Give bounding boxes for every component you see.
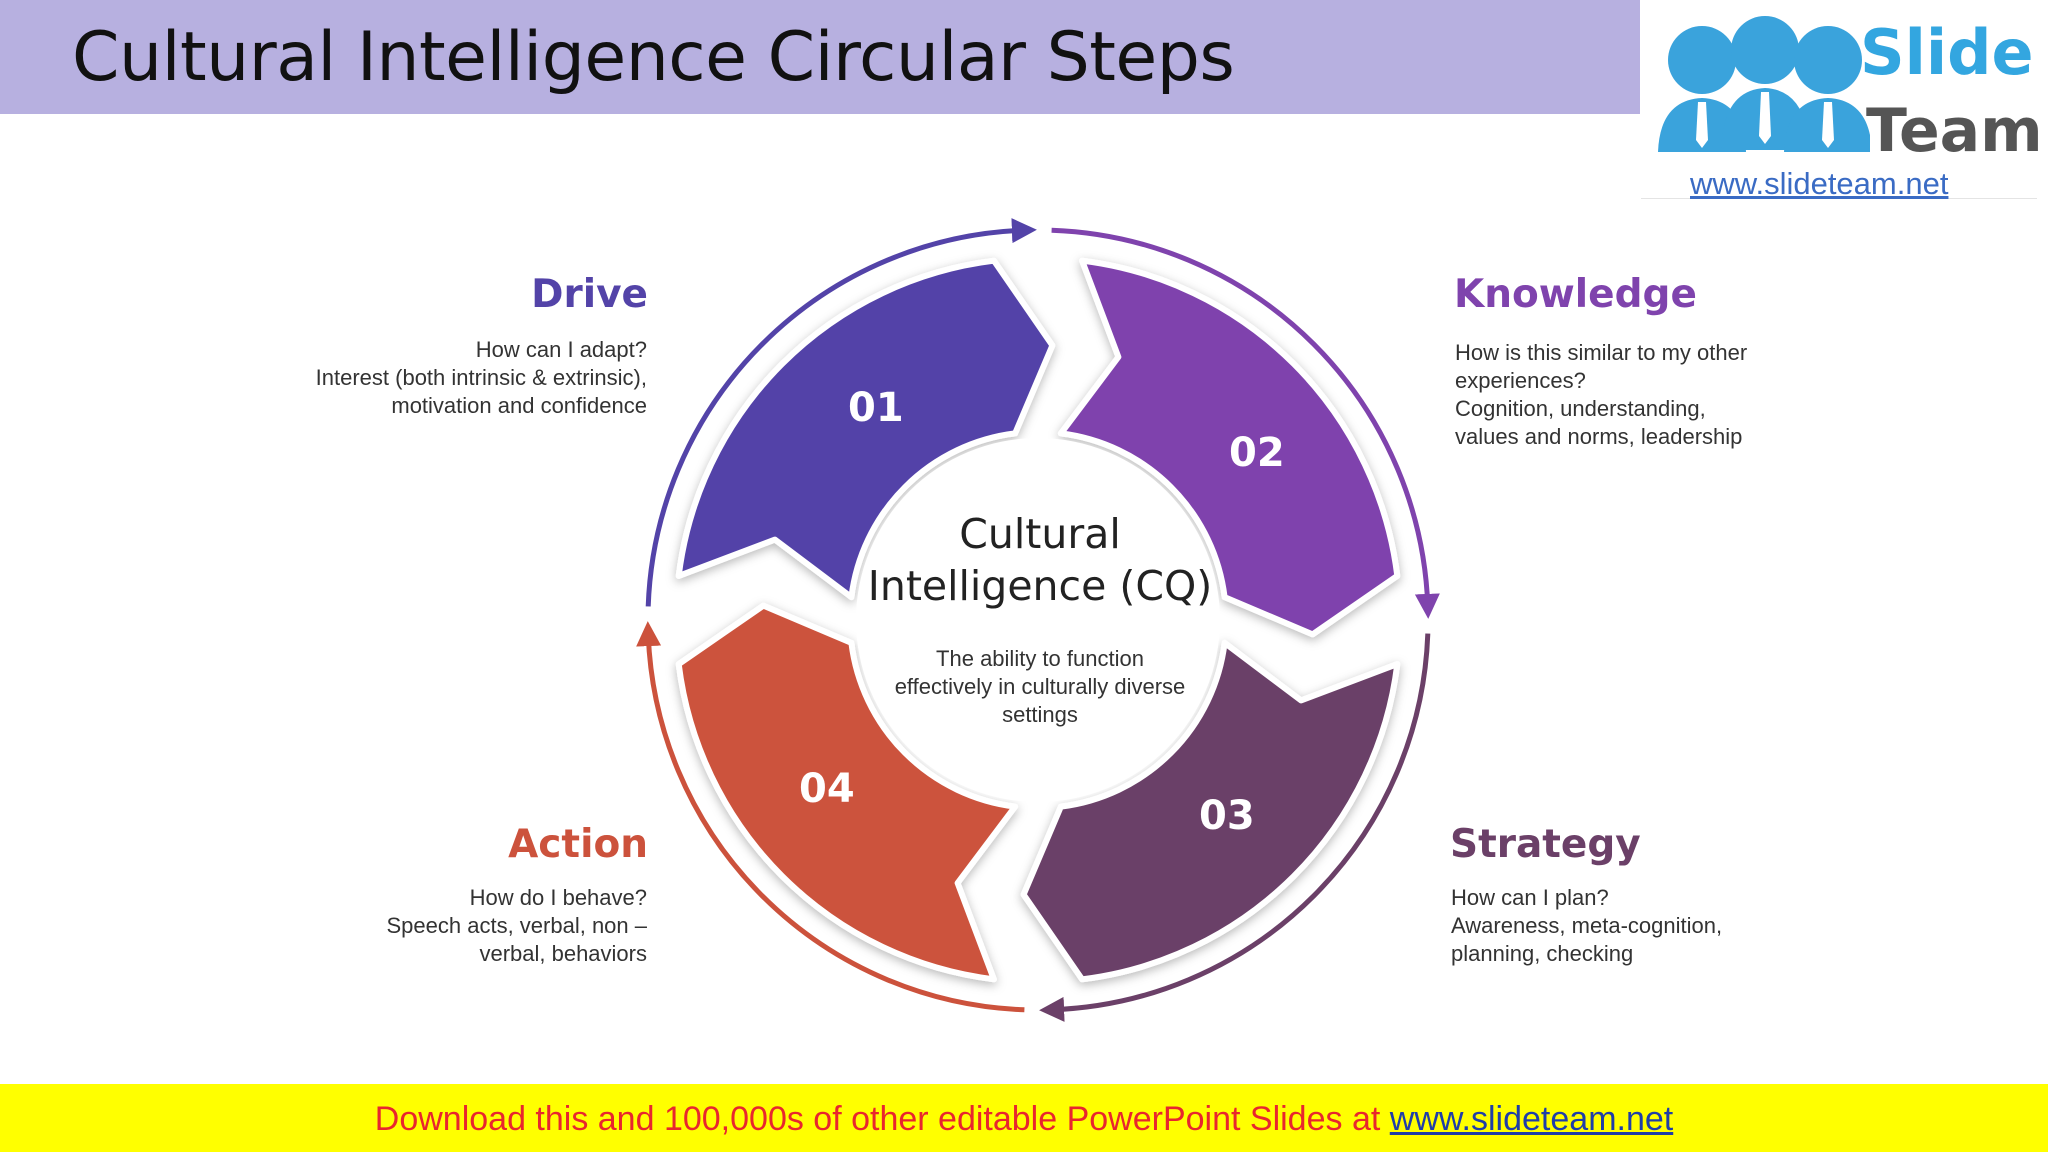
strategy-line-2: Awareness, meta-cognition, [1451,912,1871,940]
drive-line-3: motivation and confidence [200,392,647,420]
step-01-number: 01 [848,385,904,431]
drive-line-2: Interest (both intrinsic & extrinsic), [200,364,647,392]
center-desc-line-3: settings [870,701,1210,729]
strategy-heading: Strategy [1450,822,1870,867]
footer-banner: Download this and 100,000s of other edit… [0,1100,2048,1139]
knowledge-heading: Knowledge [1454,272,1874,317]
center-desc-line-2: effectively in culturally diverse [870,673,1210,701]
knowledge-line-1: How is this similar to my other [1455,339,1875,367]
knowledge-line-4: values and norms, leadership [1455,423,1875,451]
step-03-number: 03 [1199,793,1255,839]
knowledge-description: How is this similar to my other experien… [1455,339,1875,451]
strategy-line-1: How can I plan? [1451,884,1871,912]
knowledge-line-3: Cognition, understanding, [1455,395,1875,423]
center-title-line-2: Intelligence (CQ) [840,560,1240,612]
footer-link[interactable]: www.slideteam.net [1390,1100,1673,1138]
footer-text: Download this and 100,000s of other edit… [375,1100,1390,1138]
step-04-number: 04 [799,766,855,812]
center-title-line-1: Cultural [840,508,1240,560]
action-description: How do I behave? Speech acts, verbal, no… [200,884,647,968]
action-line-3: verbal, behaviors [200,940,647,968]
action-line-1: How do I behave? [200,884,647,912]
center-title: Cultural Intelligence (CQ) [840,508,1240,612]
drive-description: How can I adapt? Interest (both intrinsi… [200,336,647,420]
action-heading: Action [250,822,648,867]
drive-line-1: How can I adapt? [200,336,647,364]
knowledge-line-2: experiences? [1455,367,1875,395]
step-02-number: 02 [1229,430,1285,476]
center-desc-line-1: The ability to function [870,645,1210,673]
drive-heading: Drive [250,272,648,317]
strategy-description: How can I plan? Awareness, meta-cognitio… [1451,884,1871,968]
strategy-line-3: planning, checking [1451,940,1871,968]
center-description: The ability to function effectively in c… [870,645,1210,729]
center-circle [856,438,1220,802]
action-line-2: Speech acts, verbal, non – [200,912,647,940]
